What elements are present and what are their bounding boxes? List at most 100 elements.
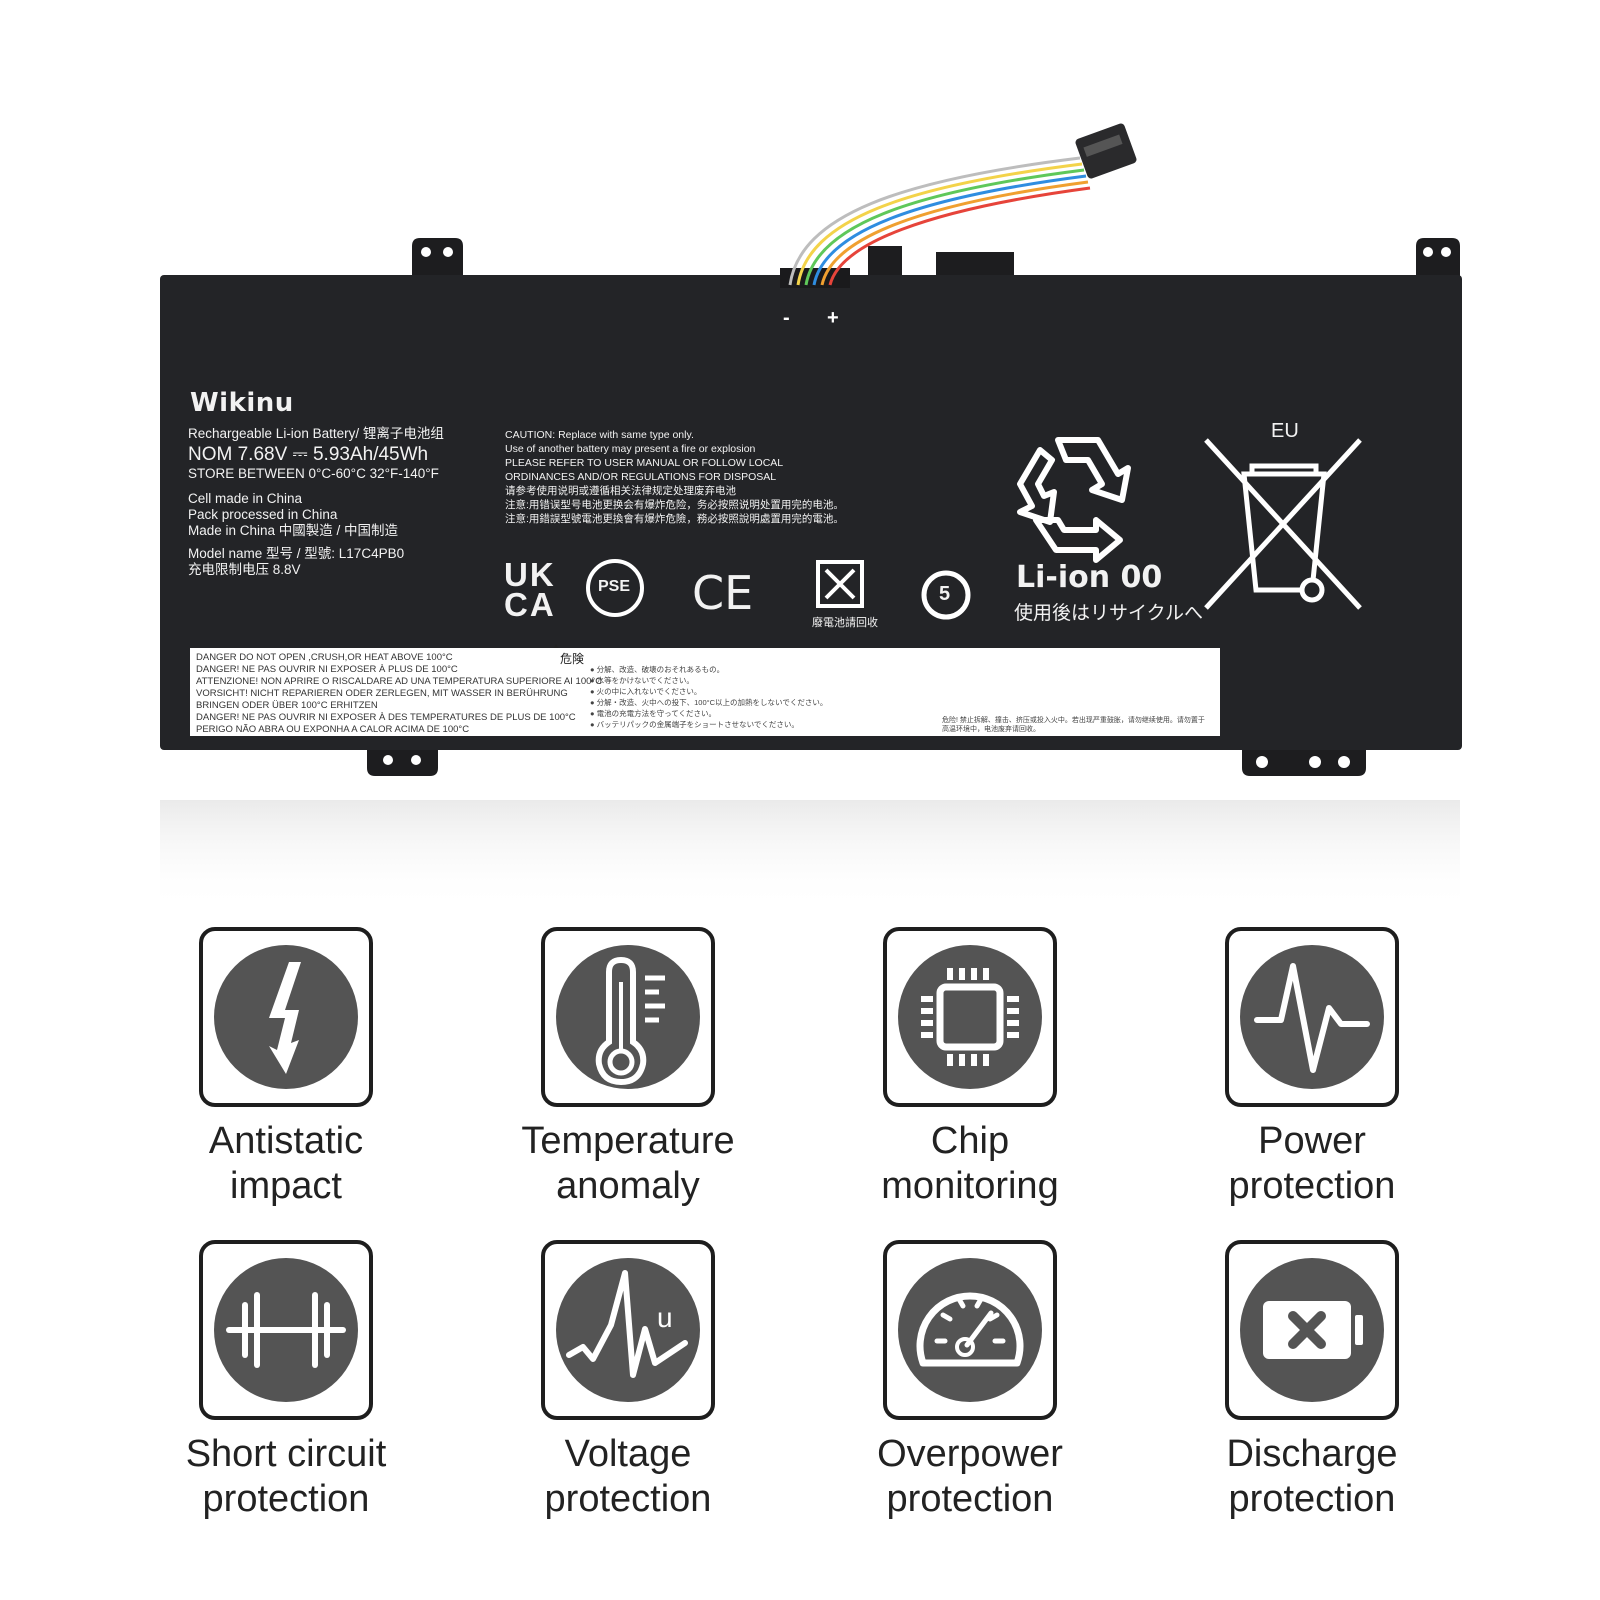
lightning-icon (214, 945, 358, 1089)
battery-store: STORE BETWEEN 0°C-60°C 32°F-140°F (188, 466, 439, 481)
feature-label-line1: Overpower (877, 1433, 1063, 1475)
danger-line: PERIGO NÃO ABRA OU EXPONHA A CALOR ACIMA… (196, 724, 470, 735)
feature-label-line1: Short circuit (185, 1433, 387, 1475)
battery-wires (788, 156, 1091, 286)
danger-jp: ● 分解、改造、破壊のおそれあるもの。 ● 水等をかけないでください。 ● 火の… (590, 664, 827, 730)
danger-line: DANGER DO NOT OPEN ,CRUSH,OR HEAT ABOVE … (196, 652, 453, 663)
feature-label-line1: Power (1258, 1120, 1366, 1162)
danger-line: ATTENZIONE! NON APRIRE O RISCALDARE AD U… (196, 676, 603, 687)
battery-connector (1075, 123, 1137, 179)
ce-mark: CE (692, 566, 754, 620)
recycle-5-mark (921, 570, 971, 620)
danger-cn: 危险! 禁止拆解、撞击、挤压或投入火中。若出现严重鼓胀，请勿继续使用。请勿置于高… (942, 717, 1205, 733)
origin-cell: Cell made in China (188, 491, 303, 506)
feature-label: Overpower protection (820, 1432, 1120, 1522)
feature-overpower: Overpower protection (820, 1240, 1120, 1522)
danger-multilang: DANGER DO NOT OPEN ,CRUSH,OR HEAT ABOVE … (196, 652, 602, 736)
origin-pack: Pack processed in China (188, 507, 338, 522)
short-circuit-icon (214, 1258, 358, 1402)
top-clip (868, 246, 902, 280)
pse-mark (586, 559, 644, 617)
battery-body (160, 275, 1462, 750)
model-name: Model name 型号 / 型號: L17C4PB0 (188, 546, 405, 561)
speedometer-icon (898, 1258, 1042, 1402)
feature-power: Power protection (1162, 927, 1462, 1209)
feature-label-line2: protection (544, 1478, 712, 1520)
svg-text:u: u (657, 1302, 673, 1333)
danger-jp-line: ● 分解、改造、破壊のおそれあるもの。 (590, 665, 725, 674)
feature-voltage: u Voltage protection (478, 1240, 778, 1522)
origin-made: Made in China 中國製造 / 中国制造 (188, 523, 399, 538)
feature-label-line1: Chip (930, 1120, 1010, 1162)
danger-label: DANGER DO NOT OPEN ,CRUSH,OR HEAT ABOVE … (190, 648, 1220, 736)
caution-line: PLEASE REFER TO USER MANUAL OR FOLLOW LO… (505, 457, 784, 469)
feature-antistatic: Antistatic impact (136, 927, 436, 1209)
feature-label-line2: protection (886, 1478, 1054, 1520)
feature-chip: Chip monitoring (820, 927, 1120, 1209)
danger-line: VORSICHT! NICHT REPARIEREN ODER ZERLEGEN… (196, 688, 568, 699)
feature-icon-box (883, 927, 1057, 1107)
liion-jp-text: 使用後はリサイクルへ (1014, 603, 1204, 624)
danger-jp-line: ● 水等をかけないでください。 (590, 676, 694, 685)
ukca-mark-bottom: CA (504, 586, 556, 623)
battery-nominal: NOM 7.68V ⎓ 5.93Ah/45Wh (188, 444, 429, 465)
feature-discharge: Discharge protection (1162, 1240, 1462, 1522)
ukca-mark-top: UK (504, 556, 556, 593)
polarity-minus: - (783, 307, 790, 329)
feature-label: Discharge protection (1162, 1432, 1462, 1522)
caution-line: 请参考使用说明或遵循相关法律规定处理废弃电池 (505, 485, 736, 497)
charge-limit: 充电限制电压 8.8V (188, 562, 301, 577)
feature-label-line2: anomaly (556, 1165, 700, 1207)
feature-label-line2: impact (230, 1165, 342, 1207)
danger-jp-title: 危険 (560, 652, 585, 666)
caution-line: 注意:用錯誤型號電池更換會有爆炸危險，務必按照說明處置用完的電池。 (505, 513, 844, 525)
feature-label: Antistatic impact (136, 1119, 436, 1209)
feature-icon-box (199, 927, 373, 1107)
caution-block: CAUTION: Replace with same type only. Us… (505, 428, 844, 526)
feature-label-line2: protection (1228, 1165, 1396, 1207)
recycle-battery-text: 廢電池請回收 (812, 617, 878, 629)
feature-icon-box (883, 1240, 1057, 1420)
feature-temperature: Temperature anomaly (478, 927, 778, 1209)
danger-line: DANGER! NE PAS OUVRIR NI EXPOSER À PLUS … (196, 664, 458, 675)
feature-icon-box (541, 927, 715, 1107)
battery-graphic (160, 123, 1462, 910)
feature-label-line2: protection (1228, 1478, 1396, 1520)
feature-label: Power protection (1162, 1119, 1462, 1209)
feature-label: Short circuit protection (136, 1432, 436, 1522)
caution-line: Use of another battery may present a fir… (505, 443, 756, 455)
voltage-wave-icon: u (556, 1258, 700, 1402)
danger-jp-line: ● 火の中に入れないでください。 (590, 687, 702, 696)
battery-reflection (160, 800, 1460, 910)
feature-label-line2: protection (202, 1478, 370, 1520)
liion-text: Li-ion 00 (1016, 560, 1163, 595)
feature-label: Voltage protection (478, 1432, 778, 1522)
feature-icon-box: u (541, 1240, 715, 1420)
battery-x-icon (1240, 1258, 1384, 1402)
caution-line: ORDINANCES AND/OR REGULATIONS FOR DISPOS… (505, 471, 777, 483)
danger-line: DANGER! NE PAS OUVRIR NI EXPOSER À DES T… (196, 712, 576, 723)
feature-label: Temperature anomaly (478, 1119, 778, 1209)
feature-label-line2: monitoring (881, 1165, 1059, 1207)
feature-label-line1: Discharge (1226, 1433, 1398, 1475)
mount-tab-top-left (412, 238, 463, 278)
feature-label-line1: Temperature (521, 1120, 735, 1162)
chip-icon (898, 945, 1042, 1089)
feature-short-circuit: Short circuit protection (136, 1240, 436, 1522)
danger-jp-line: ● バッテリパックの金属端子をショートさせないでください。 (590, 720, 799, 729)
recycle-battery-mark (816, 560, 864, 608)
feature-label-line1: Antistatic (208, 1120, 364, 1162)
danger-line: BRINGEN ODER ÜBER 100°C ERHITZEN (196, 700, 378, 711)
pulse-icon (1240, 945, 1384, 1089)
caution-line: 注意:用错误型号电池更换会有爆炸危险，务必按照说明处置用完的电池。 (505, 499, 844, 511)
recycle-symbol (1017, 437, 1131, 563)
weee-bin-symbol (1204, 438, 1362, 610)
danger-jp-line: ● 分解・改造、火中への投下、100°C以上の加熱をしないでください。 (590, 698, 828, 707)
feature-label: Chip monitoring (820, 1119, 1120, 1209)
danger-jp-line: ● 電池の充電方法を守ってください。 (590, 709, 717, 718)
pse-text: PSE (598, 578, 631, 595)
eu-text: EU (1271, 420, 1299, 442)
battery-type: Rechargeable Li-ion Battery/ 锂离子电池组 (188, 426, 444, 441)
recycle-5-number: 5 (939, 583, 951, 605)
